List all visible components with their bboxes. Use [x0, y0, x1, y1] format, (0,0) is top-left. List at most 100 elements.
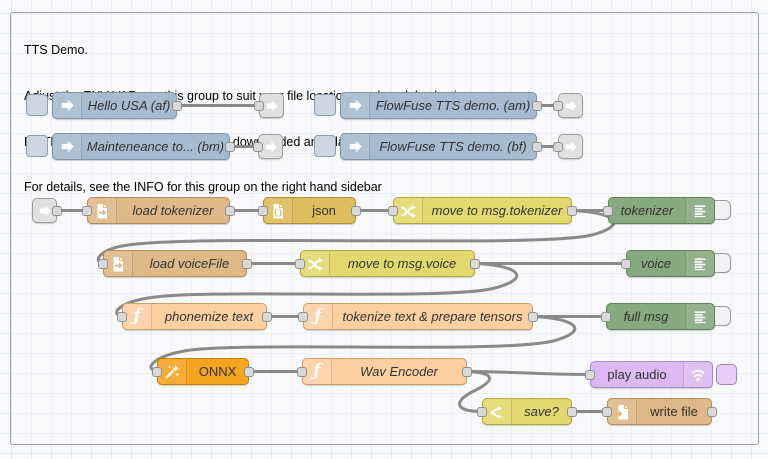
- inject-node-flowfuse-bf[interactable]: FlowFuse TTS demo. (bf): [340, 133, 542, 160]
- list-lines-icon: [685, 251, 714, 276]
- magic-wand-icon: [158, 359, 187, 384]
- document-write-icon: [608, 399, 637, 424]
- node-label: phonemize text: [164, 309, 254, 324]
- output-port[interactable]: [470, 258, 480, 269]
- node-label: voice: [640, 256, 672, 271]
- inject-arrow-icon: [341, 93, 370, 118]
- link-out-node[interactable]: [553, 93, 583, 118]
- inject-node-flowfuse-am[interactable]: FlowFuse TTS demo. (am): [340, 92, 542, 119]
- input-port[interactable]: [621, 258, 631, 269]
- document-read-icon: [104, 251, 133, 276]
- link-out-node[interactable]: [253, 134, 283, 159]
- file-in-node-load-voicefile[interactable]: load voiceFile: [98, 250, 252, 277]
- link-arrow-icon: [564, 140, 578, 154]
- node-label: play audio: [607, 367, 667, 382]
- json-node[interactable]: {} json: [258, 197, 361, 224]
- link-out-node[interactable]: [553, 134, 583, 159]
- input-port[interactable]: [603, 205, 613, 216]
- onnx-node[interactable]: ONNX: [152, 358, 254, 385]
- input-port[interactable]: [553, 100, 563, 111]
- change-node-move-to-msg-voice[interactable]: move to msg.voice: [295, 250, 480, 277]
- output-port[interactable]: [528, 311, 538, 322]
- node-label: save?: [524, 404, 559, 419]
- play-audio-button[interactable]: [716, 364, 737, 385]
- inject-arrow-icon: [53, 134, 82, 159]
- input-port[interactable]: [388, 205, 398, 216]
- node-label: FlowFuse TTS demo. (bf): [379, 139, 527, 154]
- inject-button[interactable]: [314, 94, 336, 116]
- inject-node-hello-usa[interactable]: Hello USA (af): [52, 92, 182, 119]
- output-port[interactable]: [244, 366, 254, 377]
- input-port[interactable]: [254, 100, 264, 111]
- input-port[interactable]: [258, 205, 268, 216]
- input-port[interactable]: [297, 366, 307, 377]
- wire[interactable]: [458, 370, 491, 413]
- function-f-icon: ƒ: [304, 304, 333, 329]
- switch-node-save[interactable]: save?: [477, 398, 577, 425]
- node-label: tokenize text & prepare tensors: [342, 309, 523, 324]
- input-port[interactable]: [602, 406, 612, 417]
- debug-node-tokenizer[interactable]: tokenizer: [603, 197, 715, 224]
- function-node-phonemize-text[interactable]: ƒ phonemize text: [117, 303, 272, 330]
- link-out-node[interactable]: [254, 93, 284, 118]
- input-port[interactable]: [601, 311, 611, 322]
- change-node-move-to-msg-tokenizer[interactable]: move to msg.tokenizer: [388, 197, 577, 224]
- output-port[interactable]: [225, 141, 235, 152]
- inject-button[interactable]: [26, 94, 48, 116]
- sound-waves-icon: [683, 362, 712, 387]
- input-port[interactable]: [82, 205, 92, 216]
- input-port[interactable]: [295, 258, 305, 269]
- group-info-line: TTS Demo.: [24, 43, 88, 58]
- node-label: write file: [650, 404, 698, 419]
- inject-button[interactable]: [26, 135, 48, 157]
- input-port[interactable]: [98, 258, 108, 269]
- output-port[interactable]: [351, 205, 361, 216]
- inject-arrow-icon: [53, 93, 82, 118]
- node-label: move to msg.tokenizer: [431, 203, 563, 218]
- node-label: load tokenizer: [132, 203, 214, 218]
- function-f-icon: ƒ: [303, 359, 332, 384]
- input-port[interactable]: [553, 141, 563, 152]
- function-f-icon: ƒ: [123, 304, 152, 329]
- input-port[interactable]: [117, 311, 127, 322]
- output-port[interactable]: [462, 366, 472, 377]
- play-audio-node[interactable]: play audio: [585, 361, 713, 388]
- input-port[interactable]: [152, 366, 162, 377]
- output-port[interactable]: [567, 406, 577, 417]
- inject-node-maintenance[interactable]: Mainteneance to... (bm): [52, 133, 235, 160]
- node-label: load voiceFile: [149, 256, 230, 271]
- link-arrow-icon: [564, 99, 578, 113]
- output-port[interactable]: [532, 100, 542, 111]
- output-port[interactable]: [172, 100, 182, 111]
- debug-node-voice[interactable]: voice: [621, 250, 715, 277]
- document-read-icon: [88, 198, 117, 223]
- node-label: full msg: [623, 309, 669, 324]
- input-port[interactable]: [298, 311, 308, 322]
- input-port[interactable]: [253, 141, 263, 152]
- wire[interactable]: [149, 315, 577, 373]
- node-label: Wav Encoder: [360, 364, 438, 379]
- shuffle-icon: [394, 198, 423, 223]
- file-in-node-load-tokenizer[interactable]: load tokenizer: [82, 197, 235, 224]
- list-lines-icon: [685, 198, 714, 223]
- output-port[interactable]: [707, 406, 717, 417]
- output-port[interactable]: [567, 205, 577, 216]
- node-label: move to msg.voice: [347, 256, 457, 271]
- inject-button[interactable]: [314, 135, 336, 157]
- shuffle-icon: [301, 251, 330, 276]
- link-arrow-icon: [264, 140, 278, 154]
- function-node-tokenize-prepare-tensors[interactable]: ƒ tokenize text & prepare tensors: [298, 303, 538, 330]
- output-port[interactable]: [532, 141, 542, 152]
- output-port[interactable]: [225, 205, 235, 216]
- output-port[interactable]: [262, 311, 272, 322]
- input-port[interactable]: [585, 369, 595, 380]
- wire[interactable]: [115, 262, 519, 318]
- output-port[interactable]: [52, 205, 62, 216]
- input-port[interactable]: [477, 406, 487, 417]
- debug-node-full-msg[interactable]: full msg: [601, 303, 715, 330]
- output-port[interactable]: [242, 258, 252, 269]
- file-out-node-write-file[interactable]: write file: [602, 398, 717, 425]
- function-node-wav-encoder[interactable]: ƒ Wav Encoder: [297, 358, 472, 385]
- link-in-node[interactable]: [32, 198, 62, 223]
